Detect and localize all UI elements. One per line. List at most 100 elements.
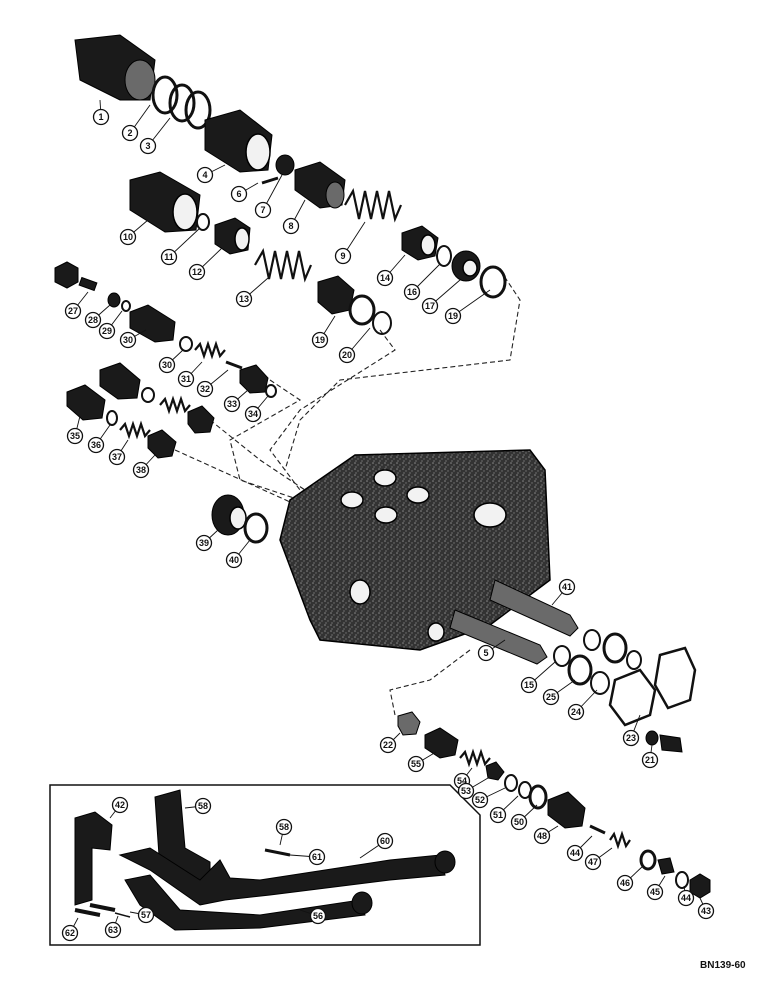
part-27-screw xyxy=(78,276,98,292)
callout-circle xyxy=(275,818,293,836)
callout-circle xyxy=(104,921,122,939)
callout-circle xyxy=(196,166,214,184)
callout-number: 44 xyxy=(570,848,580,858)
part-46-spring xyxy=(609,830,631,850)
callout-circle xyxy=(379,736,397,754)
part-5-spool xyxy=(489,579,579,637)
part-24-seal xyxy=(567,654,593,686)
callout-number: 16 xyxy=(407,287,417,297)
part-55-plug xyxy=(397,711,421,736)
part-16-ring xyxy=(196,213,210,231)
callout-number: 29 xyxy=(102,326,112,336)
part-6-pin xyxy=(261,176,279,185)
callout-circle xyxy=(542,688,560,706)
callout-number: 13 xyxy=(239,294,249,304)
callout-number: 6 xyxy=(236,189,241,199)
part-2-3-rings xyxy=(151,75,212,130)
part-21-gaskets xyxy=(608,646,697,727)
callout-circle xyxy=(235,290,253,308)
callout-number: 54 xyxy=(457,776,467,786)
part-upper-rings xyxy=(583,629,642,670)
callout-number: 56 xyxy=(313,911,323,921)
callout-circle xyxy=(677,889,695,907)
callout-number: 61 xyxy=(312,852,322,862)
callout-number: 30 xyxy=(162,360,172,370)
callout-number: 2 xyxy=(127,128,132,138)
callout-number: 12 xyxy=(192,267,202,277)
part-28-29-small xyxy=(107,292,131,312)
valve-body xyxy=(279,449,551,651)
callout-circle xyxy=(84,311,102,329)
callout-circle xyxy=(158,356,176,374)
callout-circle xyxy=(196,380,214,398)
callout-number: 19 xyxy=(315,335,325,345)
callout-number: 35 xyxy=(70,431,80,441)
callout-number: 10 xyxy=(123,232,133,242)
callout-circle xyxy=(87,436,105,454)
callout-circle xyxy=(188,263,206,281)
callout-number: 43 xyxy=(701,906,711,916)
callout-number: 8 xyxy=(288,221,293,231)
callout-number: 40 xyxy=(229,555,239,565)
callout-circle xyxy=(421,297,439,315)
callout-number: 51 xyxy=(493,810,503,820)
callout-circle xyxy=(119,331,137,349)
callout-circle xyxy=(622,729,640,747)
callout-number: 60 xyxy=(380,836,390,846)
callout-circle xyxy=(566,844,584,862)
callout-circle xyxy=(558,578,576,596)
callout-number: 22 xyxy=(383,740,393,750)
callout-number: 5 xyxy=(483,648,488,658)
callout-number: 1 xyxy=(98,112,103,122)
part-25-ring xyxy=(553,645,571,667)
callout-circle xyxy=(230,185,248,203)
part-19-sleeve xyxy=(317,275,376,326)
part-11-ring xyxy=(436,245,452,267)
callout-circle xyxy=(510,813,528,831)
callout-number: 63 xyxy=(108,925,118,935)
part-upper-valve xyxy=(99,362,215,434)
callout-circle xyxy=(194,797,212,815)
callout-number: 37 xyxy=(112,452,122,462)
callout-circle xyxy=(616,874,634,892)
callout-number: 53 xyxy=(461,786,471,796)
callout-number: 46 xyxy=(620,878,630,888)
callout-number: 25 xyxy=(546,692,556,702)
callout-circle xyxy=(254,201,272,219)
callout-circle xyxy=(584,853,602,871)
part-44-fitting xyxy=(547,791,586,829)
callout-number: 27 xyxy=(68,306,78,316)
callout-circle xyxy=(132,461,150,479)
callout-number: 33 xyxy=(227,399,237,409)
callout-number: 19 xyxy=(448,311,458,321)
part-53-spring xyxy=(459,748,491,768)
callout-number: 4 xyxy=(202,170,207,180)
callout-number: 55 xyxy=(411,759,421,769)
callout-circle xyxy=(444,307,462,325)
part-44-small xyxy=(657,857,675,875)
callout-circle xyxy=(646,883,664,901)
drawing-code: BN139-60 xyxy=(700,960,746,971)
callout-circle xyxy=(139,137,157,155)
callout-number: 50 xyxy=(514,817,524,827)
part-23-ring xyxy=(590,671,610,695)
part-47-pin xyxy=(589,824,606,835)
part-45-washer xyxy=(639,849,657,871)
part-38-spring xyxy=(119,420,151,440)
part-15-spool xyxy=(449,609,548,665)
callout-circle xyxy=(61,924,79,942)
callout-circle xyxy=(282,217,300,235)
part-8-plug xyxy=(294,161,346,209)
callout-number: 38 xyxy=(136,465,146,475)
callout-number: 21 xyxy=(645,755,655,765)
callout-number: 45 xyxy=(650,887,660,897)
callout-circle xyxy=(177,370,195,388)
callout-number: 7 xyxy=(260,205,265,215)
callout-circle xyxy=(489,806,507,824)
part-18-spring xyxy=(254,247,313,283)
callout-number: 32 xyxy=(200,384,210,394)
callout-number: 24 xyxy=(571,707,581,717)
part-36-fitting xyxy=(66,384,106,421)
callout-number: 23 xyxy=(626,733,636,743)
